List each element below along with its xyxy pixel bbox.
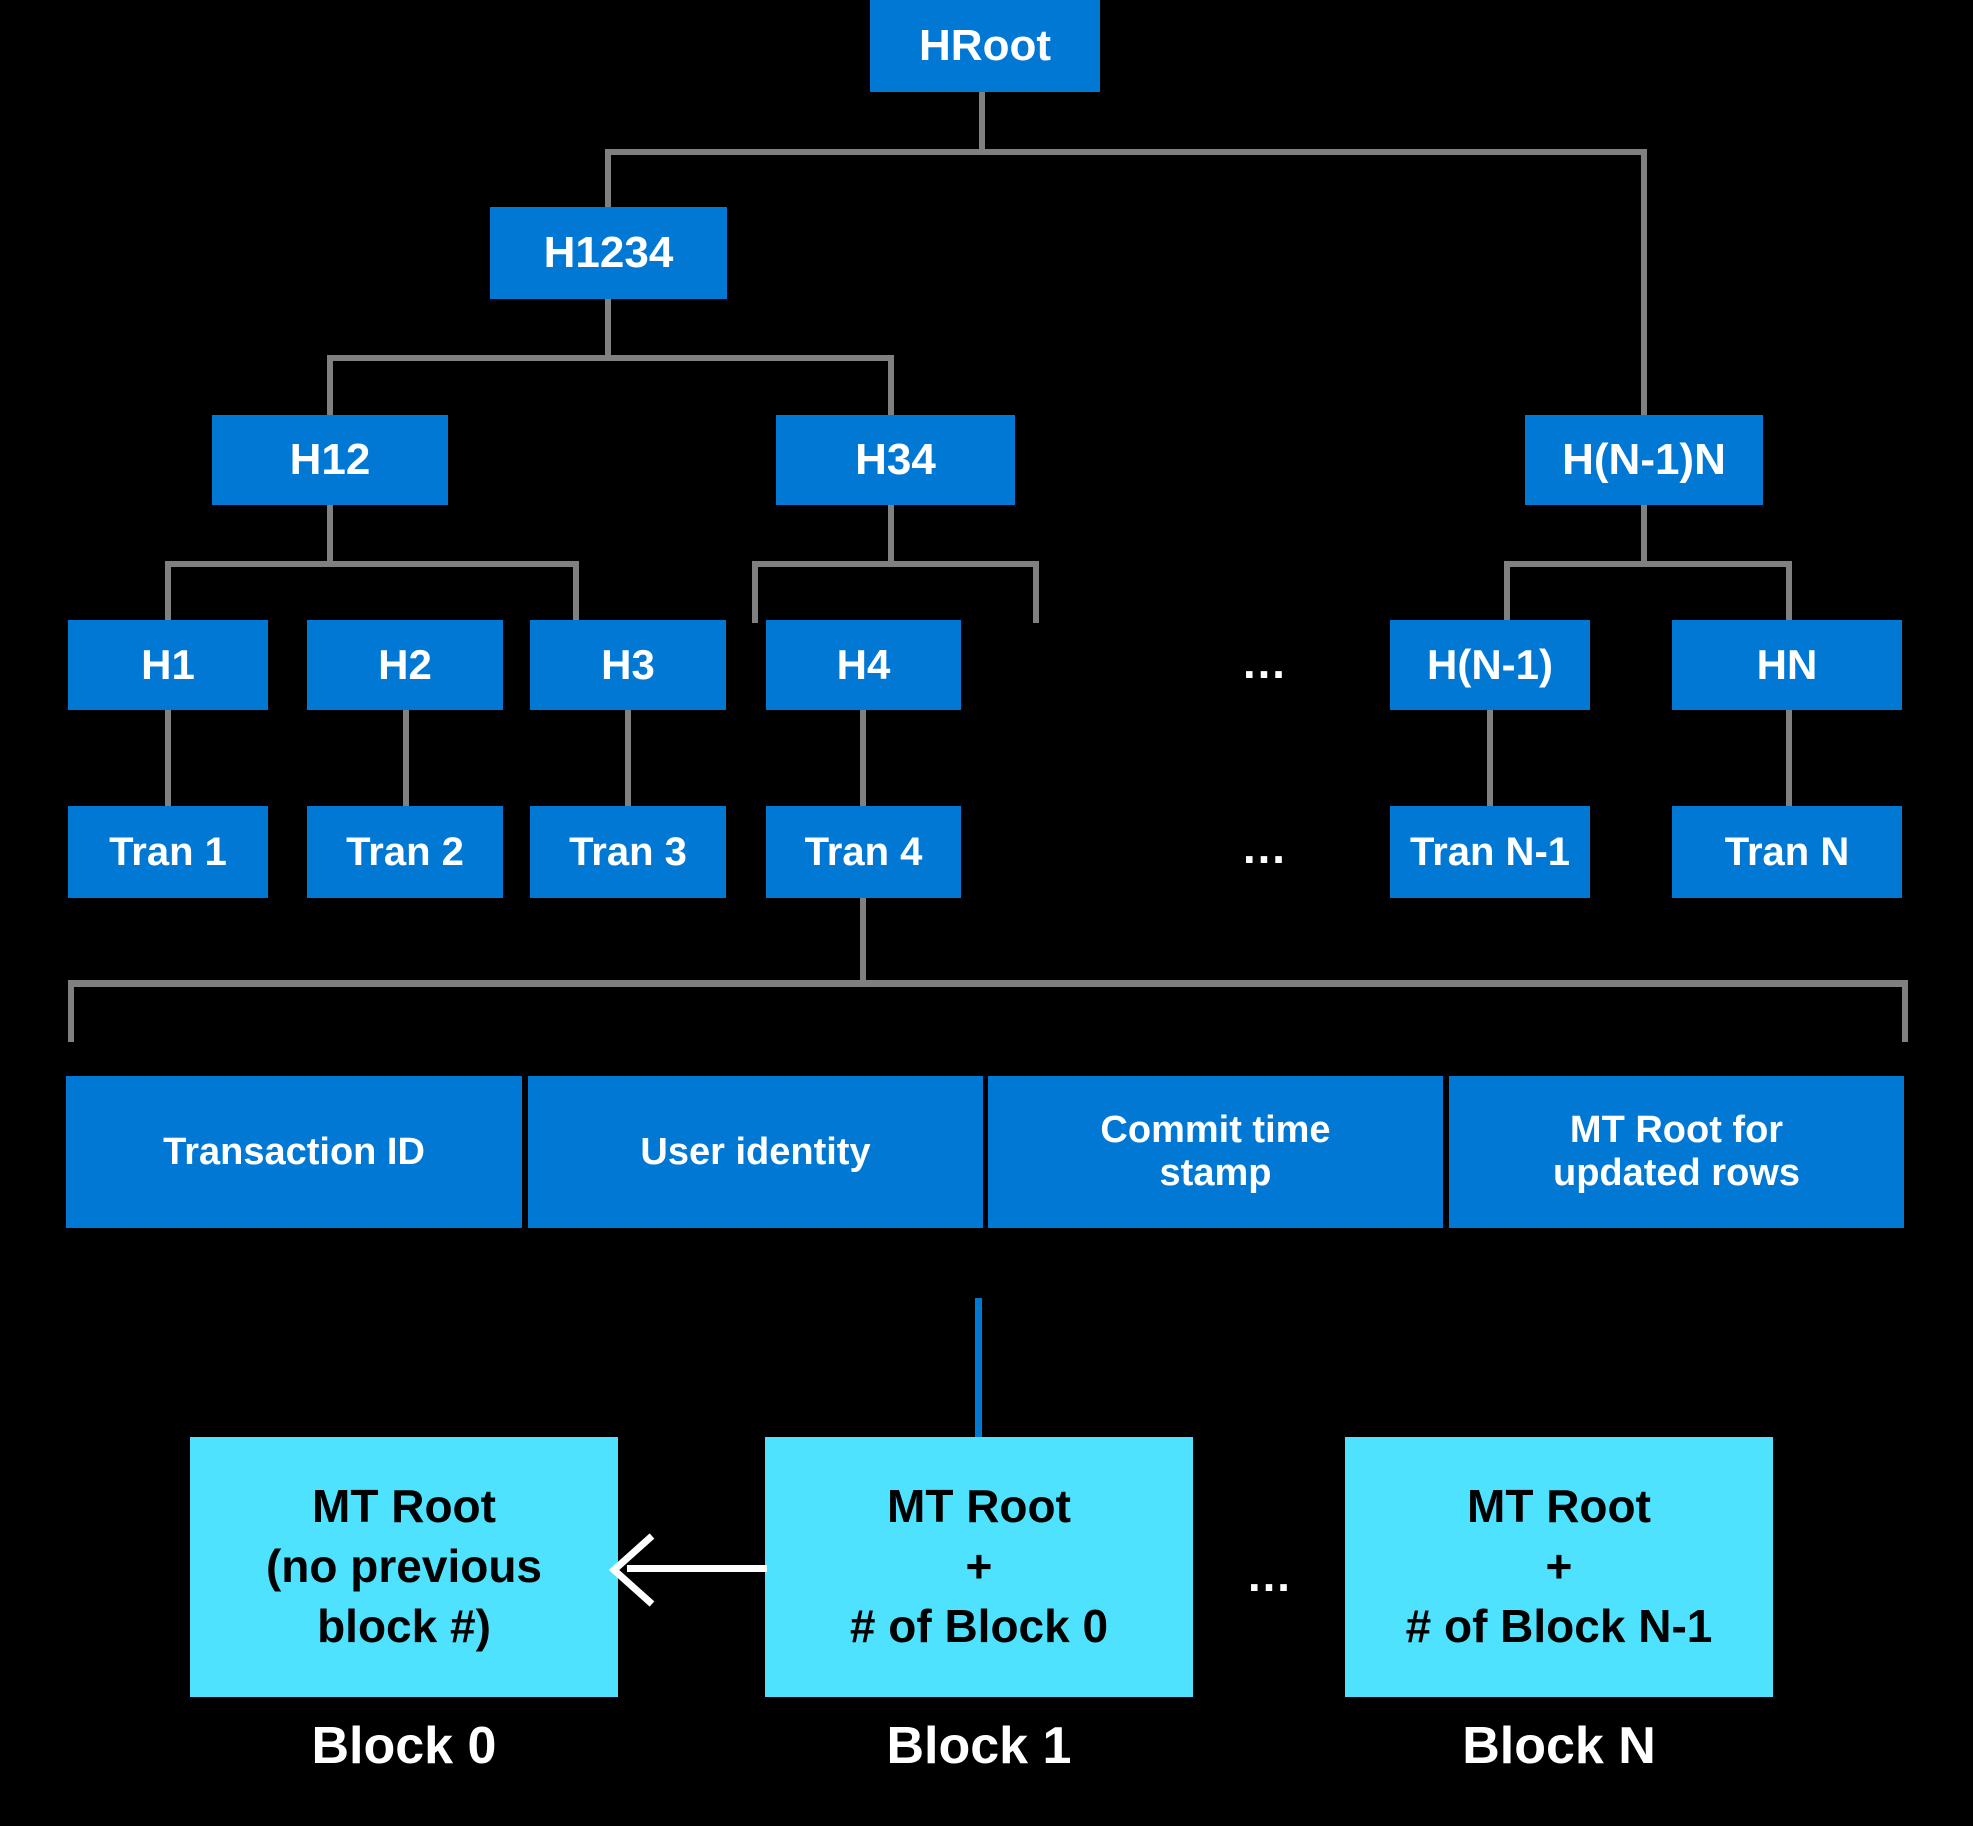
blockchain-box-block-0[interactable]: MT Root (no previous block #) xyxy=(190,1437,618,1697)
connector-h1234-to-h12 xyxy=(327,355,333,417)
merkle-node-hn1[interactable]: H(N-1) xyxy=(1390,620,1590,710)
connector-root-to-hn1n xyxy=(1641,149,1647,421)
connector-h3-to-tran3 xyxy=(625,710,631,806)
record-field-user-identity[interactable]: User identity xyxy=(528,1076,983,1228)
merkle-leaf-tran-4[interactable]: Tran 4 xyxy=(766,806,961,898)
connector-hn1n-to-hn xyxy=(1786,561,1792,623)
merkle-node-h4[interactable]: H4 xyxy=(766,620,961,710)
connector-h1234-to-h34 xyxy=(888,355,894,417)
merkle-node-h2[interactable]: H2 xyxy=(307,620,503,710)
merkle-node-h1234[interactable]: H1234 xyxy=(490,207,727,299)
blockchain-caption-block-0: Block 0 xyxy=(311,1717,497,1775)
merkle-leaf-tran-n[interactable]: Tran N xyxy=(1672,806,1902,898)
connector-hn1n-bus xyxy=(1504,561,1792,567)
connector-h34-stem xyxy=(888,505,894,567)
connector-record-to-block1 xyxy=(975,1298,982,1438)
connector-h34-to-h4 xyxy=(1033,561,1039,623)
connector-h1234-stem xyxy=(605,299,611,361)
connector-record-bracket-bar xyxy=(68,980,1908,987)
merkle-node-hroot[interactable]: HRoot xyxy=(870,0,1100,92)
merkle-node-h34[interactable]: H34 xyxy=(776,415,1015,505)
connector-h34-bus xyxy=(752,561,1039,567)
connector-root-bus xyxy=(605,149,1647,155)
connector-hn-to-trann xyxy=(1786,710,1792,806)
connector-h12-to-h1 xyxy=(165,561,171,623)
merkle-transactions-ellipsis: … xyxy=(1241,821,1289,873)
record-field-commit-time-stamp[interactable]: Commit time stamp xyxy=(988,1076,1443,1228)
arrow-block1-to-block0-shaft xyxy=(627,1565,767,1572)
merkle-node-hn[interactable]: HN xyxy=(1672,620,1902,710)
connector-h34-to-h3 xyxy=(752,561,758,623)
merkle-leaf-tran-1[interactable]: Tran 1 xyxy=(68,806,268,898)
connector-h12-stem xyxy=(327,505,333,567)
connector-record-bracket-left xyxy=(68,980,74,1042)
connector-hn1n-to-hn1 xyxy=(1504,561,1510,623)
merkle-node-hn1n[interactable]: H(N-1)N xyxy=(1525,415,1763,505)
connector-root-to-h1234 xyxy=(605,149,611,211)
connector-hn1-to-trann1 xyxy=(1487,710,1493,806)
merkle-node-h3[interactable]: H3 xyxy=(530,620,726,710)
merkle-level3-ellipsis: … xyxy=(1241,636,1289,688)
merkle-leaf-tran-n-1[interactable]: Tran N-1 xyxy=(1390,806,1590,898)
merkle-node-h12[interactable]: H12 xyxy=(212,415,448,505)
blockchain-box-block-n[interactable]: MT Root + # of Block N-1 xyxy=(1345,1437,1773,1697)
connector-h12-bus xyxy=(165,561,579,567)
merkle-leaf-tran-2[interactable]: Tran 2 xyxy=(307,806,503,898)
merkle-node-h1[interactable]: H1 xyxy=(68,620,268,710)
connector-h12-to-h2 xyxy=(573,561,579,623)
blockchain-caption-block-n: Block N xyxy=(1462,1717,1656,1775)
blockchain-ellipsis: … xyxy=(1246,1549,1294,1601)
connector-hn1n-stem xyxy=(1641,505,1647,567)
blockchain-box-block-1[interactable]: MT Root + # of Block 0 xyxy=(765,1437,1193,1697)
connector-record-bracket-right xyxy=(1902,980,1908,1042)
connector-h4-to-tran4 xyxy=(860,710,866,806)
record-field-transaction-id[interactable]: Transaction ID xyxy=(66,1076,522,1228)
connector-h1-to-tran1 xyxy=(165,710,171,806)
connector-root-stem xyxy=(979,92,985,152)
merkle-leaf-tran-3[interactable]: Tran 3 xyxy=(530,806,726,898)
record-field-mt-root-updated-rows[interactable]: MT Root for updated rows xyxy=(1449,1076,1904,1228)
connector-h2-to-tran2 xyxy=(403,710,409,806)
connector-h1234-bus xyxy=(327,355,894,361)
arrow-block1-to-block0-head xyxy=(608,1533,655,1607)
connector-tran4-stem xyxy=(860,898,866,986)
blockchain-caption-block-1: Block 1 xyxy=(886,1717,1072,1775)
